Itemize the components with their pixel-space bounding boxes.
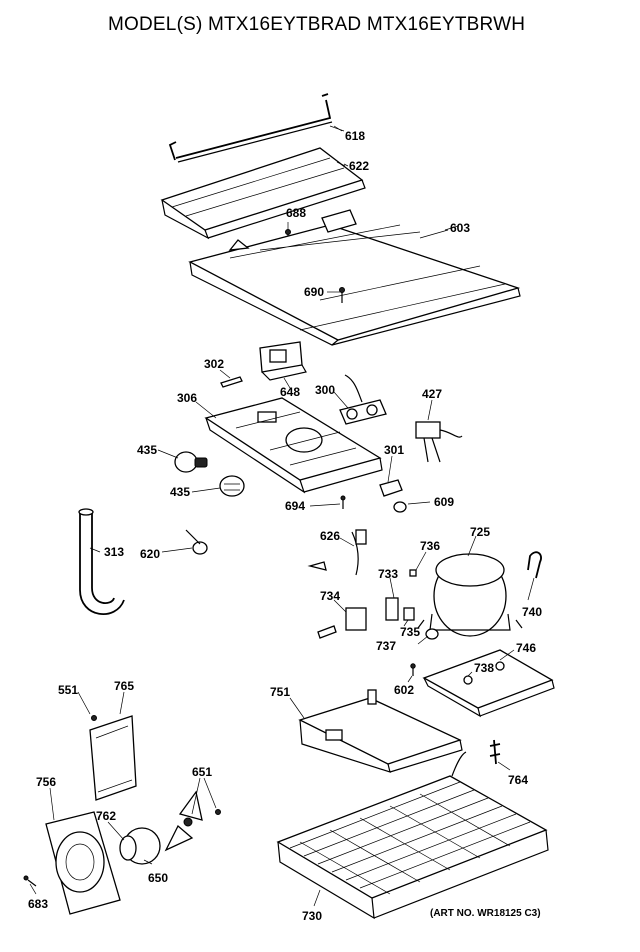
part-300-control [339,374,387,425]
part-694-screw [340,495,346,509]
label-435b: 435 [170,485,190,499]
part-690-screw [339,287,345,303]
part-603-shelf [188,209,521,346]
part-736-clip [409,569,417,577]
part-551-screw [91,715,97,721]
label-626: 626 [320,529,340,543]
part-734-capacitor [317,607,367,639]
part-725-compressor [417,553,523,637]
part-602-screw [410,663,416,676]
label-609: 609 [434,495,454,509]
part-733-overload [385,597,399,621]
part-626-relay [307,529,367,576]
part-435-bulb [174,451,208,473]
label-737: 737 [376,639,396,653]
label-688: 688 [286,206,306,220]
label-435a: 435 [137,443,157,457]
label-734: 734 [320,589,340,603]
label-736: 736 [420,539,440,553]
label-648: 648 [280,385,300,399]
part-618-rod [168,93,343,163]
label-762: 762 [96,809,116,823]
diagram-title: MODEL(S) MTX16EYTBRAD MTX16EYTBRWH [108,14,526,35]
part-427-harness [415,421,463,463]
part-306-housing [204,397,383,494]
label-622: 622 [349,159,369,173]
label-301: 301 [384,443,404,457]
label-694: 694 [285,499,305,513]
part-622-trough [160,147,366,240]
label-302: 302 [204,357,224,371]
part-756-fan-shroud [45,811,121,915]
part-740-hook [527,551,542,579]
label-427: 427 [422,387,442,401]
label-618: 618 [345,129,365,143]
part-609-clip [393,501,407,513]
part-301-pin [379,479,403,497]
label-740: 740 [522,605,542,619]
label-313: 313 [104,545,124,559]
label-300: 300 [315,383,335,397]
part-737-grommet [425,628,439,640]
part-648-timer [259,341,307,381]
part-620-fitting [185,529,208,555]
label-765: 765 [114,679,134,693]
part-labels: 618 622 688 603 690 302 648 300 427 306 … [28,129,542,923]
label-602: 602 [394,683,414,697]
part-746-base-plate [422,649,555,718]
part-730-condenser-coil [276,751,549,920]
part-735-terminal [403,607,415,621]
label-620: 620 [140,547,160,561]
part-435-socket [219,475,245,497]
label-651: 651 [192,765,212,779]
part-651-fan-blade [164,790,221,852]
label-306: 306 [177,391,197,405]
label-738: 738 [474,661,494,675]
part-302-pin [220,376,243,388]
label-764: 764 [508,773,528,787]
label-756: 756 [36,775,56,789]
part-765-panel [89,715,137,801]
leader-lines [29,125,535,907]
label-690: 690 [304,285,324,299]
label-551: 551 [58,683,78,697]
label-733: 733 [378,567,398,581]
label-725: 725 [470,525,490,539]
label-650: 650 [148,871,168,885]
part-764-bracket [489,739,501,765]
label-751: 751 [270,685,290,699]
part-683-screw [23,875,37,887]
art-number: (ART NO. WR18125 C3) [430,908,541,919]
label-735: 735 [400,625,420,639]
part-751-drain-pan [298,689,463,773]
label-603: 603 [450,221,470,235]
label-746: 746 [516,641,536,655]
label-683: 683 [28,897,48,911]
label-730: 730 [302,909,322,923]
part-650-fan-motor [119,827,161,865]
part-313-drain-tube [78,508,125,615]
